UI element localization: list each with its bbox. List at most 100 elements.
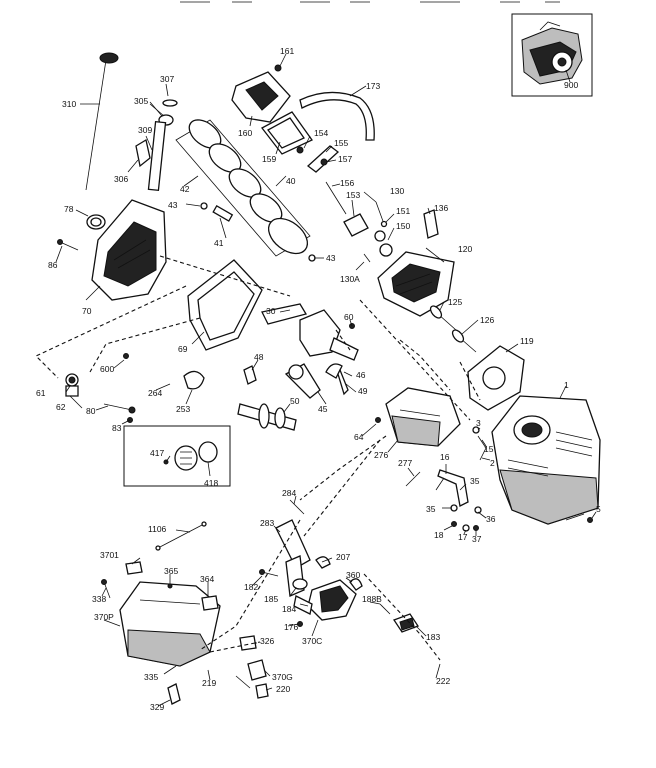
head-gasket-119: [467, 345, 525, 411]
carburetor-assembly-360: [259, 499, 363, 627]
rocker-arm-155: [296, 145, 347, 215]
label-64: 64: [354, 432, 364, 442]
label-130: 130: [390, 186, 404, 196]
inset-engine-thumbnail: [511, 13, 593, 97]
label-153: 153: [346, 190, 360, 200]
label-17: 17: [458, 532, 468, 542]
label-48: 48: [254, 352, 264, 362]
piston-ring-set-42: [175, 119, 316, 262]
label-3701: 3701: [100, 550, 119, 560]
label-5: 5: [596, 504, 601, 514]
crankshaft-30: [261, 303, 359, 361]
label-42: 42: [180, 184, 190, 194]
label-35b: 35: [426, 504, 436, 514]
part-labels: 307 310 305 309 306 161 160 159 173 154 …: [36, 46, 601, 712]
label-154: 154: [314, 128, 328, 138]
label-309: 309: [138, 125, 152, 135]
label-326: 326: [260, 636, 274, 646]
label-120: 120: [458, 244, 472, 254]
label-150: 150: [396, 221, 410, 231]
assembly-dashed-lines: [35, 255, 481, 661]
label-136: 136: [434, 203, 448, 213]
label-3: 3: [476, 418, 481, 428]
label-264: 264: [148, 388, 162, 398]
label-417: 417: [150, 448, 164, 458]
camshaft-50: [237, 403, 297, 431]
label-1: 1: [564, 380, 569, 390]
rocker-cover-160: [231, 64, 313, 155]
inset-gear-box: [123, 425, 231, 487]
label-30: 30: [266, 306, 276, 316]
label-277: 277: [398, 458, 412, 468]
label-78: 78: [64, 204, 74, 214]
label-41: 41: [214, 238, 224, 248]
leader-lines: [55, 53, 597, 707]
label-364: 364: [200, 574, 214, 584]
label-15: 15: [484, 444, 494, 454]
air-cleaner-base-335: [101, 521, 269, 705]
cylinder-block-1: [491, 395, 601, 525]
label-360: 360: [346, 570, 360, 580]
valves-125-126: [429, 305, 477, 353]
linkage-small-parts: [435, 426, 593, 532]
label-70: 70: [82, 306, 92, 316]
label-370G: 370G: [272, 672, 293, 682]
label-46: 46: [356, 370, 366, 380]
label-2: 2: [490, 458, 495, 468]
label-900: 900: [564, 80, 578, 90]
label-18: 18: [434, 530, 444, 540]
label-43a: 43: [168, 200, 178, 210]
label-305: 305: [134, 96, 148, 106]
label-130A: 130A: [340, 274, 360, 284]
cylinder-head-120: [377, 251, 455, 317]
label-37: 37: [472, 534, 482, 544]
label-119: 119: [520, 336, 534, 346]
label-365: 365: [164, 566, 178, 576]
label-600: 600: [100, 364, 114, 374]
label-160: 160: [238, 128, 252, 138]
label-335: 335: [144, 672, 158, 682]
label-16: 16: [440, 452, 450, 462]
label-86: 86: [48, 260, 58, 270]
label-49: 49: [358, 386, 368, 396]
label-310: 310: [62, 99, 76, 109]
label-161: 161: [280, 46, 294, 56]
label-61: 61: [36, 388, 46, 398]
label-126: 126: [480, 315, 494, 325]
label-83: 83: [112, 423, 122, 433]
label-155: 155: [334, 138, 348, 148]
label-60: 60: [344, 312, 354, 322]
label-156: 156: [340, 178, 354, 188]
crankcase-cover-70: [57, 199, 167, 301]
label-188B: 188B: [362, 594, 382, 604]
label-50: 50: [290, 396, 300, 406]
label-159: 159: [262, 154, 276, 164]
fuel-solenoid-183: [379, 603, 419, 633]
label-418: 418: [204, 478, 218, 488]
label-329: 329: [150, 702, 164, 712]
label-69: 69: [178, 344, 188, 354]
label-276: 276: [374, 450, 388, 460]
label-125: 125: [448, 297, 462, 307]
label-183: 183: [426, 632, 440, 642]
label-306: 306: [114, 174, 128, 184]
label-43b: 43: [326, 253, 336, 263]
label-253: 253: [176, 404, 190, 414]
label-157: 157: [338, 154, 352, 164]
label-283: 283: [260, 518, 274, 528]
label-40: 40: [286, 176, 296, 186]
dipstick-tube-305: [135, 99, 178, 192]
label-307: 307: [160, 74, 174, 84]
label-338: 338: [92, 594, 106, 604]
label-207: 207: [336, 552, 350, 562]
connecting-rod-45: [243, 363, 349, 399]
label-185: 185: [264, 594, 278, 604]
label-45: 45: [318, 404, 328, 414]
label-220: 220: [276, 684, 290, 694]
label-222: 222: [436, 676, 450, 686]
label-80: 80: [86, 406, 96, 416]
label-151: 151: [396, 206, 410, 216]
label-370P: 370P: [94, 612, 114, 622]
dipstick-310: [80, 52, 119, 191]
